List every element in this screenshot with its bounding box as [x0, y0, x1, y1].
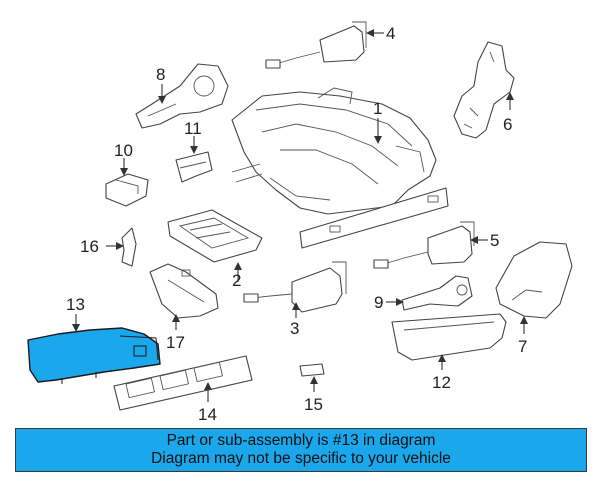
part-1-seat-frame: [231, 87, 449, 249]
part-3-motor: [243, 261, 347, 313]
callout-labels: 1 2 3 4 5 6 7 8 9 10 11 12 13 14 15 16 1…: [66, 24, 527, 424]
callout-11: 11: [184, 119, 202, 138]
callout-13: 13: [66, 295, 85, 314]
callout-16: 16: [80, 237, 99, 256]
part-17-cover: [149, 263, 219, 319]
part-8-recliner: [135, 63, 229, 129]
part-11-bracket: [175, 151, 213, 183]
part-5-motor: [373, 221, 475, 269]
part-15-cap: [299, 363, 325, 377]
part-7-side-cover: [495, 241, 573, 319]
callout-2: 2: [232, 271, 241, 290]
callout-1: 1: [373, 99, 382, 118]
banner-line-part-number: Part or sub-assembly is #13 in diagram: [166, 432, 436, 449]
info-banner: Part or sub-assembly is #13 in diagram D…: [15, 428, 587, 472]
part-6-side-bracket: [453, 41, 515, 139]
part-13-shield-highlighted: [27, 327, 161, 384]
callout-14: 14: [198, 405, 217, 424]
leader-lines: [72, 29, 528, 402]
part-9-lever: [401, 275, 473, 311]
callout-17: 17: [166, 333, 185, 352]
callout-7: 7: [518, 337, 527, 356]
banner-line-disclaimer: Diagram may not be specific to your vehi…: [151, 450, 451, 467]
part-14-panel: [113, 355, 253, 411]
part-2-tray: [167, 209, 263, 263]
callout-4: 4: [386, 24, 395, 43]
callout-6: 6: [503, 115, 512, 134]
part-4-motor: [265, 21, 367, 69]
callout-8: 8: [156, 65, 165, 84]
part-12-trim-panel: [391, 313, 507, 361]
part-16-clip: [121, 227, 137, 267]
part-10-clip: [105, 173, 149, 207]
callout-15: 15: [304, 395, 323, 414]
callout-5: 5: [490, 231, 499, 250]
callout-9: 9: [374, 293, 383, 312]
callout-3: 3: [290, 319, 299, 338]
callout-10: 10: [114, 141, 133, 160]
callout-12: 12: [432, 373, 451, 392]
